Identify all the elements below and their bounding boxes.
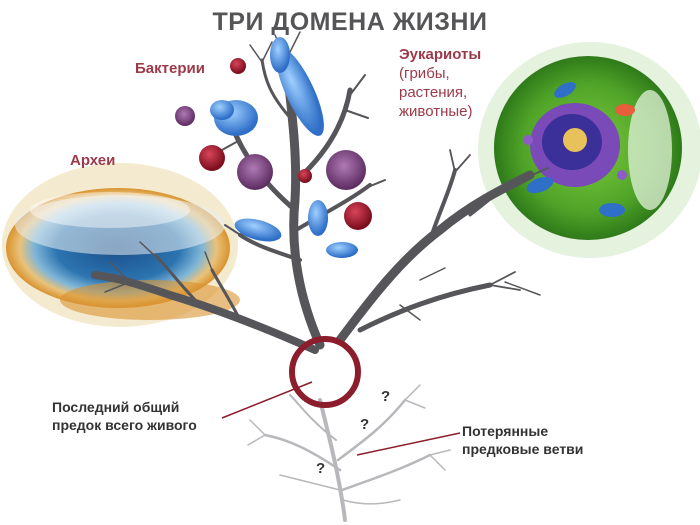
lost-branches-label-line: предковые ветви [462,441,584,457]
question-mark: ? [316,460,326,477]
luca-label: Последний общий предок всего живого [52,398,197,434]
archaea-label: Археи [70,152,116,169]
luca-leader-line [221,381,313,419]
eukaryotes-label: Эукариоты (грибы, растения, животные) [399,45,481,121]
luca-label-line: предок всего живого [52,417,197,433]
bacteria-label: Бактерии [135,60,205,77]
question-mark: ? [381,388,391,405]
eukaryotes-subtitle-line: (грибы, [399,65,450,82]
lost-ancestral-branches [247,384,451,522]
luca-label-line: Последний общий [52,399,180,415]
diagram-title: ТРИ ДОМЕНА ЖИЗНИ [212,8,488,36]
lost-branches-label: Потерянные предковые ветви [462,422,583,458]
eukaryotes-subtitle-line: растения, [399,84,468,101]
lost-branches-label-line: Потерянные [462,423,549,439]
eukaryotic-cell-image [478,42,700,258]
lost-branches-leader-line [356,432,461,456]
eukaryotes-subtitle-line: животные) [399,103,473,120]
eukaryotes-title: Эукариоты [399,46,482,63]
luca-circle [289,336,361,408]
question-mark: ? [360,416,370,433]
bacteria-cluster-image [175,37,372,258]
tree-of-life [91,31,549,354]
